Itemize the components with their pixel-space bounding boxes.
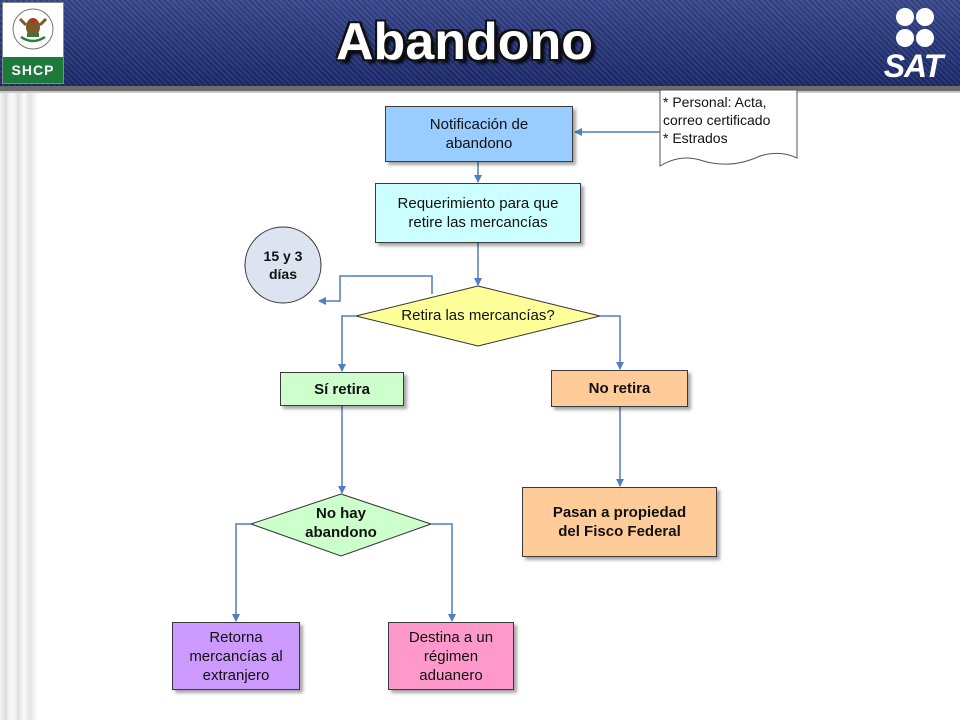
page-title: Abandono	[336, 13, 594, 71]
arrow-decision-to-no	[600, 315, 624, 370]
sat-logo: SAT	[872, 4, 954, 84]
retorna-box: Retorna mercancías al extranjero	[172, 622, 300, 690]
shcp-label: SHCP	[3, 57, 63, 83]
sat-dots-icon	[896, 8, 934, 47]
note-document-shape	[659, 89, 798, 167]
mexican-seal-icon	[12, 8, 54, 50]
requerimiento-box: Requerimiento para que retire las mercan…	[375, 183, 581, 243]
header-shade	[0, 0, 960, 86]
pasan-propiedad-box: Pasan a propiedad del Fisco Federal	[522, 487, 717, 557]
plazo-circle	[244, 226, 322, 304]
header-divider-light	[0, 91, 960, 93]
destina-box: Destina a un régimen aduanero	[388, 622, 514, 690]
notificacion-box: Notificación de abandono	[385, 106, 573, 162]
note-text: * Personal: Acta, correo certificado * E…	[663, 94, 771, 146]
shcp-logo: SHCP	[2, 2, 64, 84]
arrow-abandono-to-retorna	[232, 523, 251, 622]
header-divider	[0, 86, 960, 91]
no-retira-box: No retira	[551, 370, 688, 407]
decision-retira-label: Retira las mercancías?	[401, 306, 555, 324]
decision-abandono-diamond	[249, 493, 433, 557]
sat-label: SAT	[883, 48, 944, 84]
arrow-decision-to-si	[338, 315, 356, 372]
arrow-abandono-to-destina	[431, 523, 456, 622]
plazo-label: 15 y 3 días	[263, 248, 303, 282]
decision-abandono-label: No hay abandono	[305, 505, 377, 541]
si-retira-box: Sí retira	[280, 372, 404, 406]
header-banner	[0, 0, 960, 86]
left-decorative-column	[0, 93, 38, 720]
arrow-plazo-loop	[318, 275, 433, 305]
decision-retira-diamond	[355, 285, 601, 347]
